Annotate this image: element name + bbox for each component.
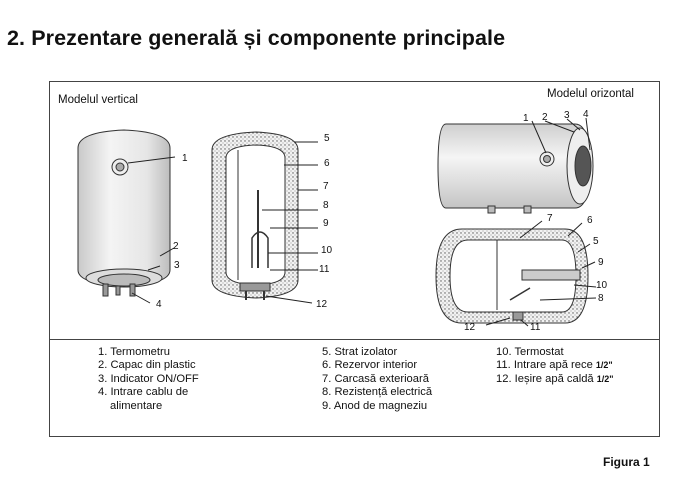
callout-h-sec-5: 5 <box>593 236 599 247</box>
legend-item: 8. Rezistență electrică <box>322 386 433 399</box>
callout-v-sec-8: 8 <box>323 200 329 211</box>
callout-v-sec-7: 7 <box>323 181 329 192</box>
figure-frame <box>49 81 660 437</box>
legend-item: 11. Intrare apă rece 1/2" <box>496 359 614 372</box>
callout-v-sec-10: 10 <box>321 245 333 256</box>
legend-item: 10. Termostat <box>496 346 564 358</box>
legend-item: 7. Carcasă exterioară <box>322 372 429 385</box>
callout-h-sec-8: 8 <box>598 293 604 304</box>
callout-v-sec-12: 12 <box>316 299 328 310</box>
legend-column-1: 1. Termometru 2. Capac din plastic 3. In… <box>98 346 199 413</box>
legend-item: 3. Indicator ON/OFF <box>98 372 199 385</box>
callout-v-ext-2: 2 <box>173 241 179 252</box>
model-horizontal-label: Modelul orizontal <box>547 88 634 100</box>
callout-h-sec-10: 10 <box>596 280 608 291</box>
callout-h-sec-11: 11 <box>530 322 541 333</box>
vertical-heater-section <box>211 131 318 304</box>
callout-v-ext-1: 1 <box>182 153 188 164</box>
callout-v-sec-9: 9 <box>323 218 329 229</box>
legend-item: 1. Termometru <box>98 346 170 358</box>
section-title: 2. Prezentare generală și componente pri… <box>7 26 506 50</box>
legend-item: 2. Capac din plastic <box>98 359 196 372</box>
legend-item-text: 12. Ieșire apă caldă <box>496 372 594 385</box>
vertical-heater-exterior <box>77 129 176 304</box>
horizontal-heater-exterior <box>437 117 594 214</box>
horizontal-heater-section <box>435 220 597 327</box>
legend-item: 4. Intrare cablu de <box>98 386 189 399</box>
legend-item: 6. Rezervor interior <box>322 359 418 372</box>
callout-h-sec-12: 12 <box>464 322 476 333</box>
callout-v-sec-5: 5 <box>324 133 330 144</box>
callout-v-sec-11: 11 <box>319 264 330 275</box>
callout-h-ext-3: 3 <box>564 110 570 121</box>
legend-item: 5. Strat izolator <box>322 346 398 358</box>
callout-h-sec-9: 9 <box>598 257 604 268</box>
legend-item: 12. Ieșire apă caldă 1/2" <box>496 373 614 386</box>
callout-h-ext-2: 2 <box>542 112 548 123</box>
pipe-size: 1/2" <box>596 373 614 384</box>
callout-h-sec-7: 7 <box>547 213 553 224</box>
legend-item: 9. Anod de magneziu <box>322 399 428 412</box>
legend-item-text: 11. Intrare apă rece <box>496 359 593 372</box>
legend-divider <box>49 339 660 340</box>
pipe-size: 1/2" <box>595 360 613 371</box>
legend-column-2: 5. Strat izolator 6. Rezervor interior 7… <box>322 346 432 413</box>
callout-v-sec-6: 6 <box>324 158 330 169</box>
legend-column-3: 10. Termostat 11. Intrare apă rece 1/2" … <box>496 346 614 386</box>
callout-h-sec-6: 6 <box>587 215 593 226</box>
callout-h-ext-4: 4 <box>583 109 589 120</box>
callout-h-ext-1: 1 <box>523 113 529 124</box>
figure-caption: Figura 1 <box>603 455 650 469</box>
model-vertical-label: Modelul vertical <box>58 94 138 106</box>
callout-v-ext-3: 3 <box>174 260 180 271</box>
legend-item: alimentare <box>110 399 163 412</box>
callout-v-ext-4: 4 <box>156 299 162 310</box>
